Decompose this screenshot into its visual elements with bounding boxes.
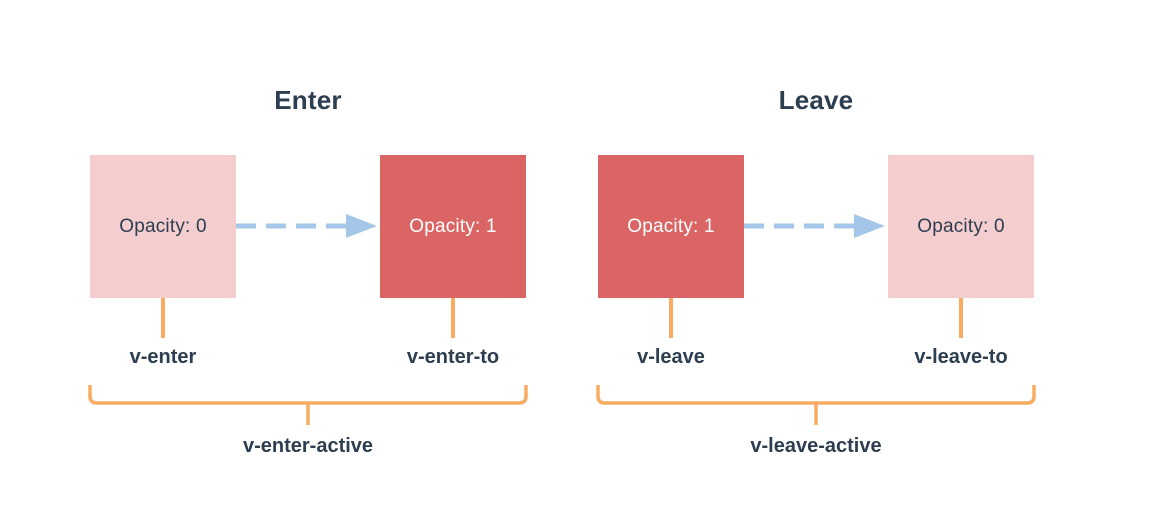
section-title: Leave	[778, 85, 854, 115]
bracket-path	[596, 385, 1036, 425]
opacity-state-box-start: Opacity: 1	[598, 155, 744, 298]
active-range-bracket	[596, 385, 1036, 425]
connector-line-end	[451, 298, 455, 338]
opacity-state-box-end: Opacity: 0	[888, 155, 1034, 298]
opacity-label: Opacity: 0	[917, 215, 1005, 237]
opacity-label: Opacity: 1	[409, 215, 497, 237]
connector-line-start	[669, 298, 673, 338]
opacity-state-box-end: Opacity: 1	[380, 155, 526, 298]
arrow-head-icon	[854, 214, 885, 238]
connector-line-end	[959, 298, 963, 338]
opacity-label: Opacity: 0	[119, 215, 207, 237]
transition-arrow-icon	[744, 214, 885, 238]
class-name-label-end: v-leave-to	[914, 346, 1008, 368]
active-range-bracket	[88, 385, 528, 425]
arrow-head-icon	[346, 214, 377, 238]
active-class-label: v-enter-active	[242, 435, 374, 457]
leave-section: Leave Opacity: 1 Opacity: 0 v-leave v-le…	[570, 85, 1062, 485]
class-name-label-start: v-enter	[129, 346, 197, 368]
opacity-state-box-start: Opacity: 0	[90, 155, 236, 298]
bracket-path	[88, 385, 528, 425]
class-name-label-start: v-leave	[637, 346, 705, 368]
transition-arrow-icon	[236, 214, 377, 238]
section-title: Enter	[274, 85, 342, 115]
enter-section: Enter Opacity: 0 Opacity: 1 v-enter v-en…	[62, 85, 554, 485]
opacity-label: Opacity: 1	[627, 215, 715, 237]
active-class-label: v-leave-active	[750, 435, 882, 457]
connector-line-start	[161, 298, 165, 338]
class-name-label-end: v-enter-to	[406, 346, 500, 368]
